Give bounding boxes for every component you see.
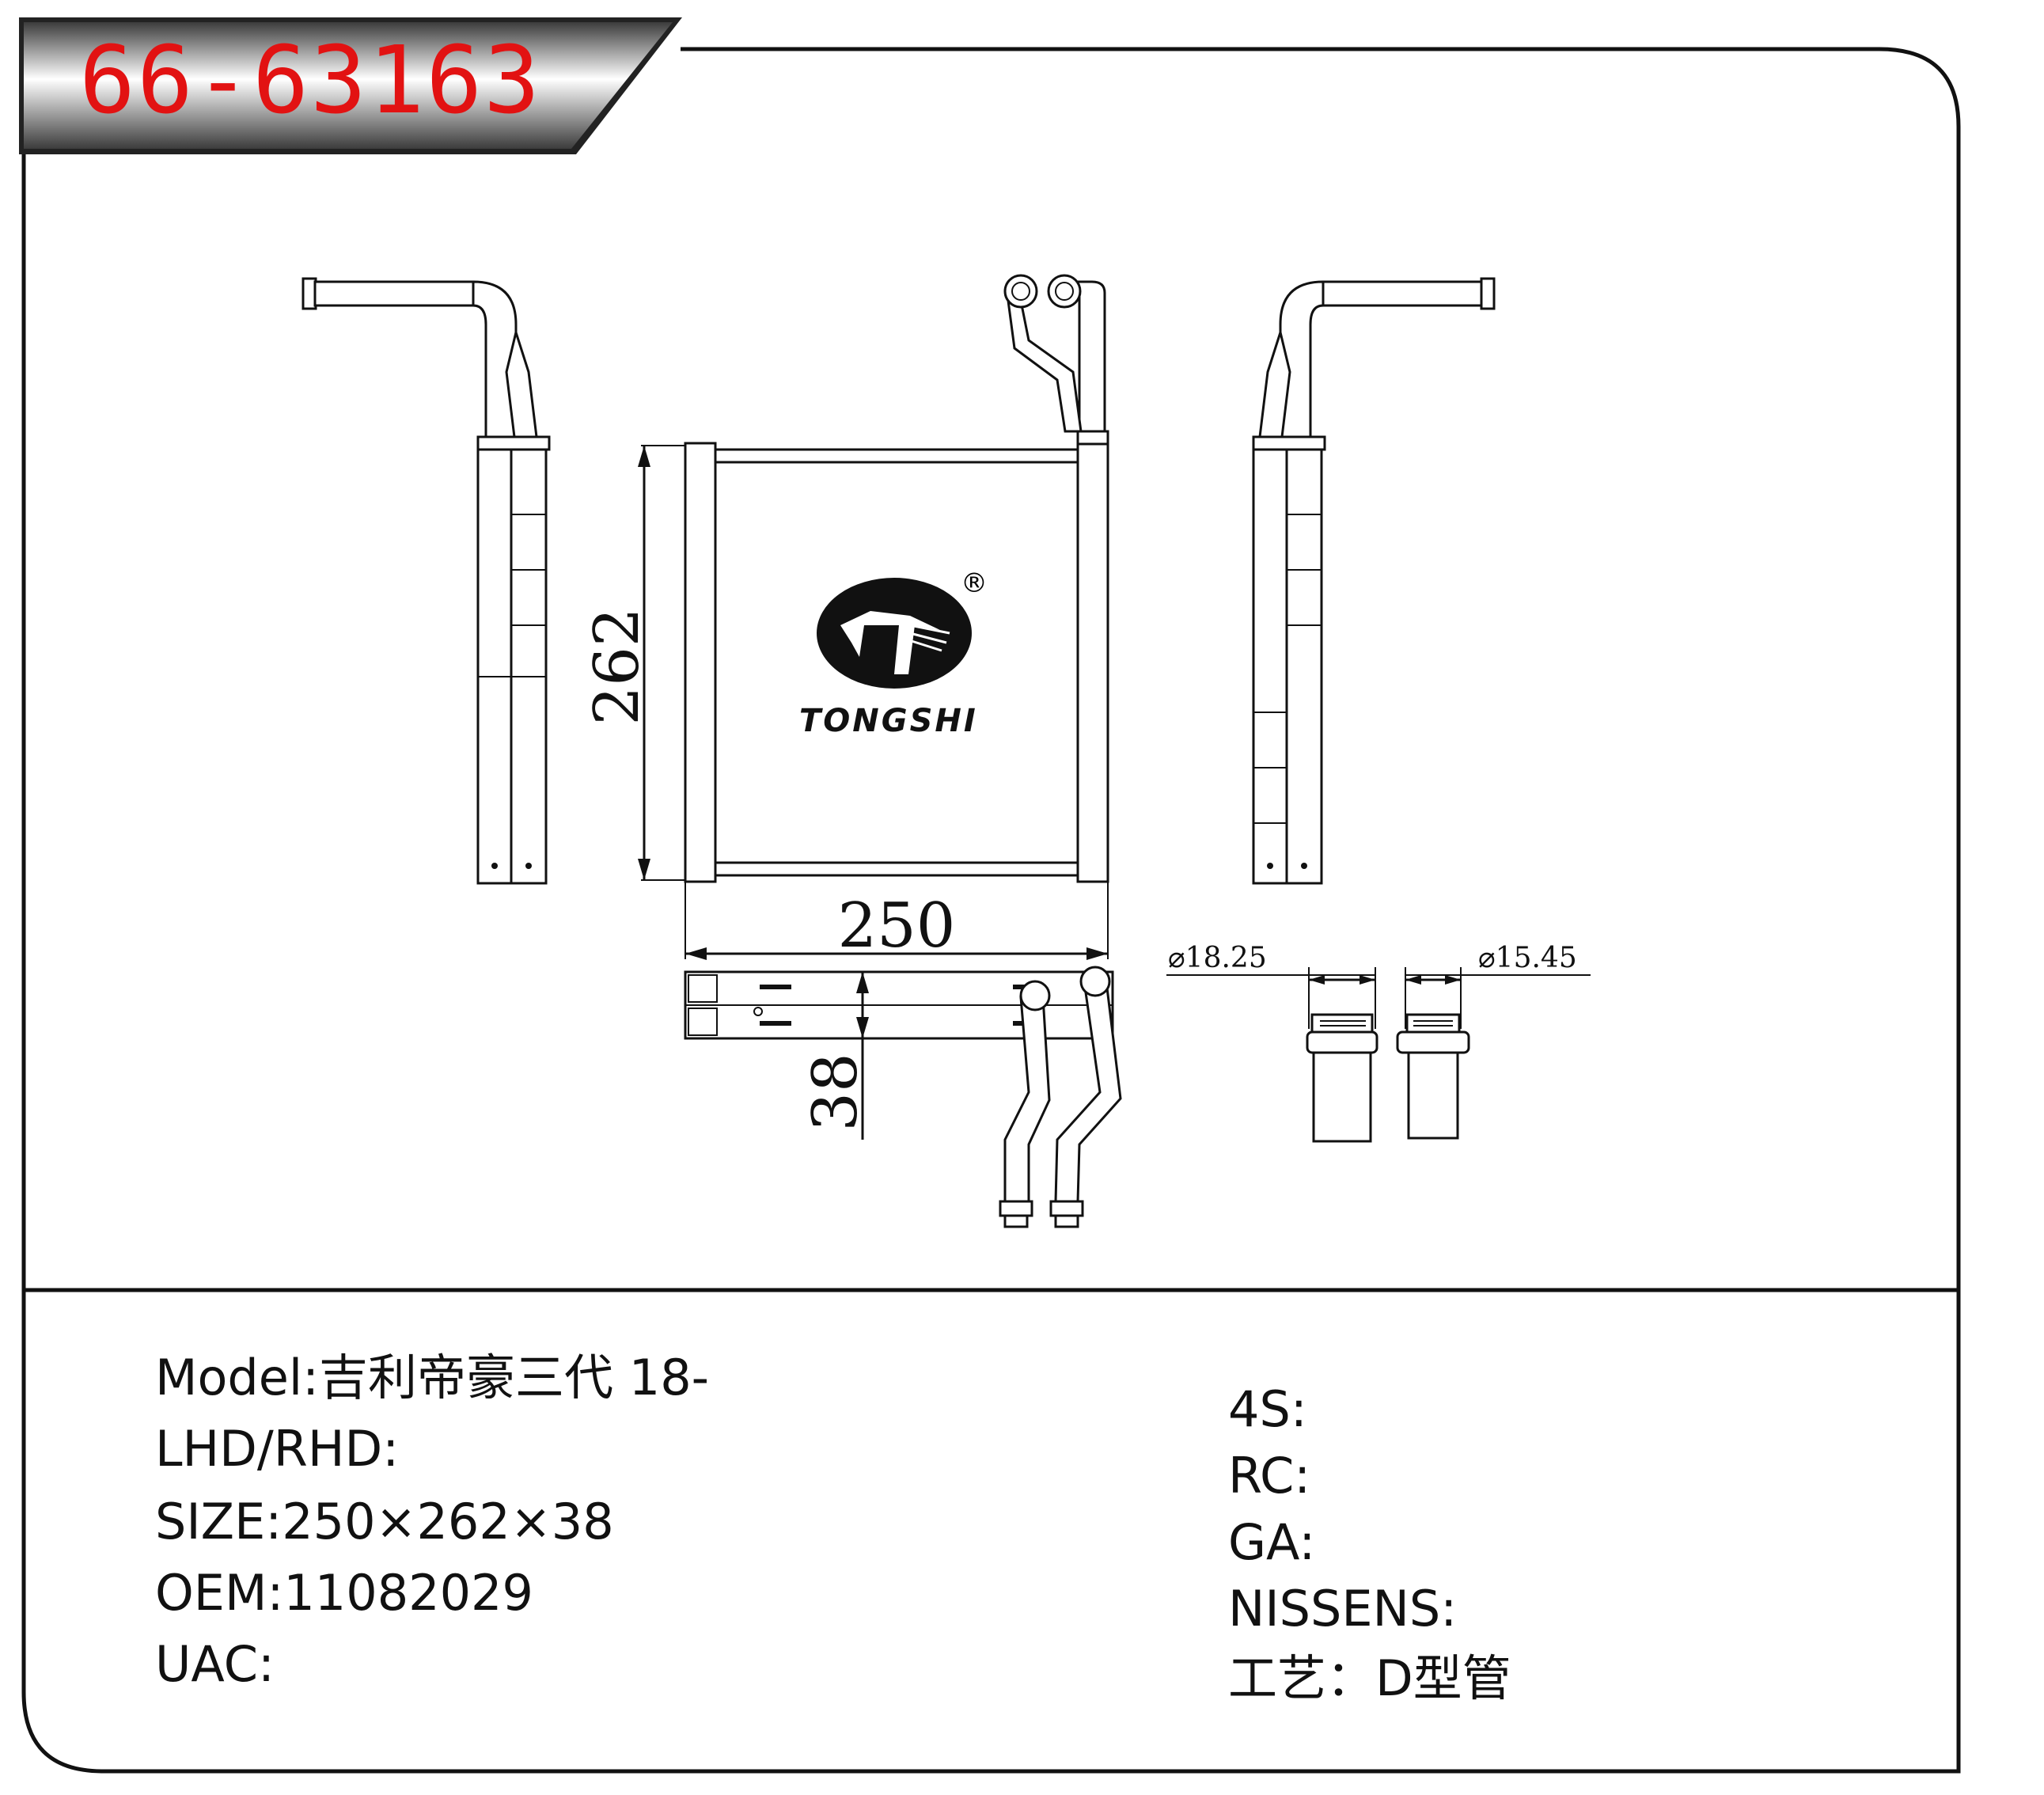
tongshi-logo <box>817 578 972 689</box>
spec-process-sep: ： <box>1326 1649 1376 1707</box>
spec-process-value: D型管 <box>1375 1649 1511 1707</box>
spec-size-sep: : <box>265 1493 283 1550</box>
spec-lhd-rhd: LHD/RHD: <box>155 1425 399 1474</box>
spec-model-sep: : <box>302 1349 320 1406</box>
spec-uac-label: UAC <box>155 1635 258 1693</box>
spec-model-label: Model <box>155 1349 303 1406</box>
spec-lhd-rhd-sep: : <box>382 1420 400 1478</box>
spec-size-label: SIZE <box>155 1493 266 1550</box>
front-view <box>684 274 1109 883</box>
dim-depth-label: 38 <box>800 1053 871 1131</box>
top-view <box>684 966 1122 1228</box>
spec-lhd-rhd-label: LHD/RHD <box>155 1420 383 1478</box>
spec-size: SIZE:250×262×38 <box>155 1497 614 1546</box>
sheet-frame <box>21 24 1961 1774</box>
spec-oem: OEM:11082029 <box>155 1569 533 1618</box>
registered-mark: ® <box>961 567 988 599</box>
spec-uac: UAC: <box>155 1640 275 1689</box>
dim-outlet-diameter-label: ⌀15.45 <box>1478 942 1577 974</box>
part-number: 66-63163 <box>79 25 542 135</box>
spec-rc: RC: <box>1228 1452 1310 1501</box>
spec-model: Model:吉利帝豪三代 18- <box>155 1353 709 1402</box>
dimension-width <box>684 882 1109 960</box>
spec-uac-sep: : <box>258 1635 275 1693</box>
dim-width-label: 250 <box>838 890 956 962</box>
spec-ga-sep: : <box>1299 1513 1316 1571</box>
spec-4s: 4S: <box>1228 1385 1307 1434</box>
spec-oem-sep: : <box>267 1564 284 1622</box>
dim-inlet-diameter-label: ⌀18.25 <box>1168 942 1267 974</box>
left-side-view <box>301 277 551 885</box>
spec-nissens: NISSENS: <box>1228 1584 1457 1634</box>
spec-model-value: 吉利帝豪三代 18- <box>319 1349 710 1406</box>
right-side-view <box>1252 277 1496 885</box>
spec-ga: GA: <box>1228 1518 1315 1567</box>
spec-4s-label: 4S <box>1228 1380 1291 1438</box>
spec-rc-label: RC <box>1228 1447 1295 1505</box>
spec-4s-sep: : <box>1290 1380 1307 1438</box>
spec-rc-sep: : <box>1294 1447 1311 1505</box>
spec-nissens-sep: : <box>1440 1580 1458 1638</box>
spec-size-value: 250×262×38 <box>282 1493 614 1550</box>
dimension-depth <box>823 971 870 1140</box>
brand-name: TONGSHI <box>799 703 978 739</box>
spec-process-label: 工艺 <box>1228 1649 1327 1707</box>
part-number-banner <box>19 17 682 154</box>
inlet-pipe-detail <box>1166 967 1378 1143</box>
dim-height-label: 262 <box>582 608 653 726</box>
spec-oem-value: 11082029 <box>283 1564 533 1622</box>
spec-process: 工艺：D型管 <box>1228 1654 1511 1703</box>
spec-oem-label: OEM <box>155 1564 267 1622</box>
spec-nissens-label: NISSENS <box>1228 1580 1441 1638</box>
spec-ga-label: GA <box>1228 1513 1299 1571</box>
dimension-height <box>638 445 685 881</box>
outlet-pipe-detail <box>1396 967 1591 1140</box>
